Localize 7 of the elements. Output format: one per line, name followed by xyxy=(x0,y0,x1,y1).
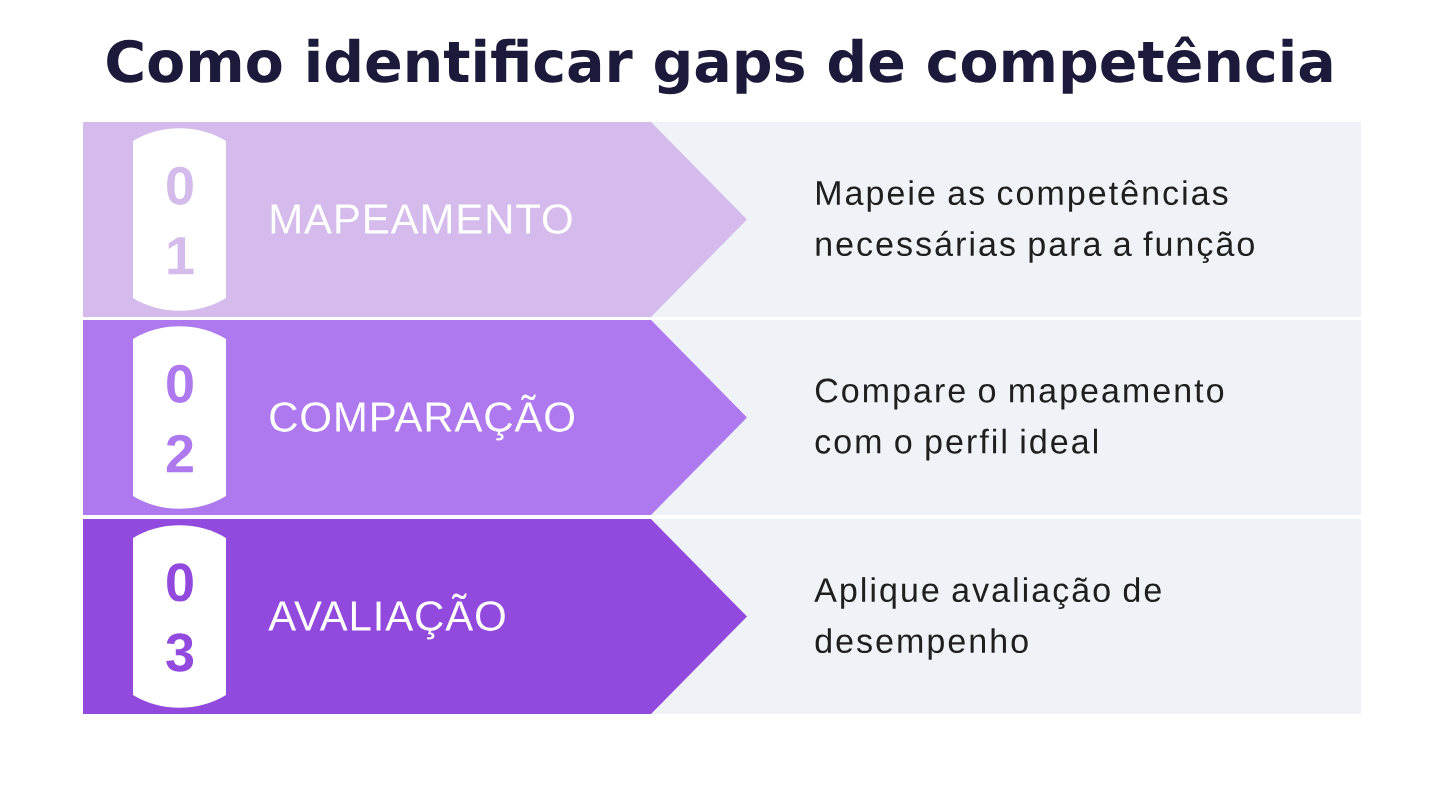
text-panel: Compare o mapeamento com o perfil ideal xyxy=(651,320,1361,515)
text-panel: Aplique avaliação de desempenho xyxy=(651,519,1361,714)
text-panel: Mapeie as competências necessárias para a função xyxy=(651,122,1361,317)
number-tab: 0 3 xyxy=(133,525,226,708)
title: Como identificar gaps de competência xyxy=(107,36,1332,95)
number-tab: 0 2 xyxy=(133,326,226,509)
number-tab: 0 1 xyxy=(133,128,226,311)
